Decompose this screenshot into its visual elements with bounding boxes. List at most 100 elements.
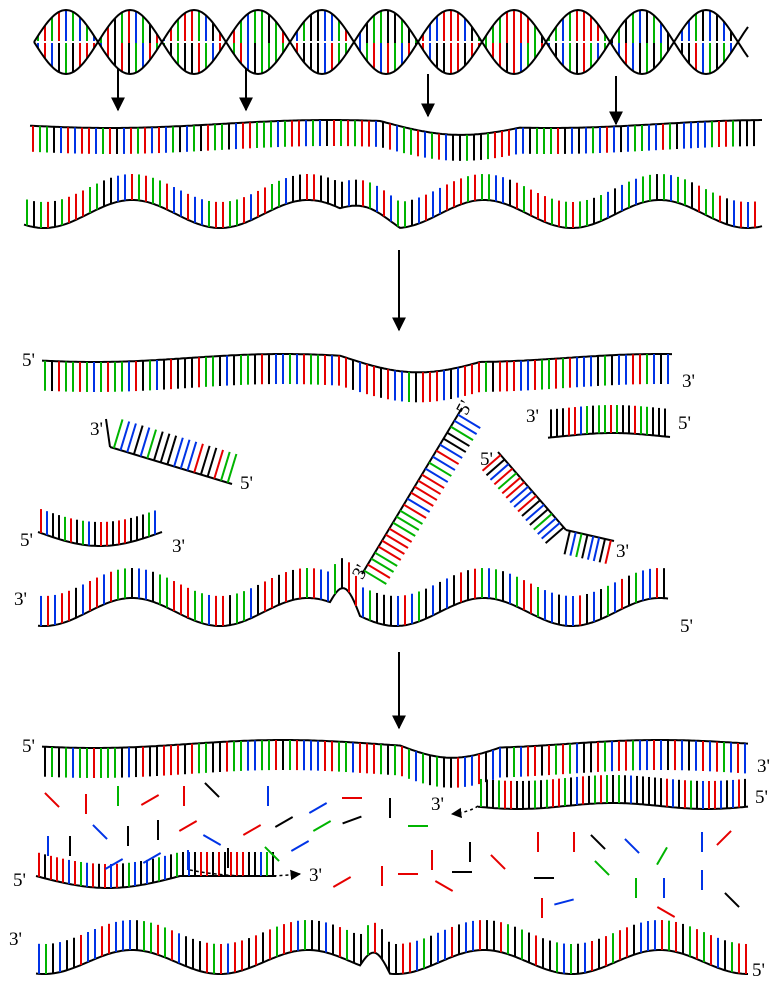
- backbone: [41, 353, 672, 374]
- five-prime-label: 5': [755, 787, 768, 808]
- backbone: [37, 587, 669, 627]
- free-nucleotide: [716, 830, 732, 846]
- five-prime-label: 5': [20, 530, 33, 551]
- base-pair: [604, 540, 612, 564]
- free-nucleotide: [434, 880, 454, 892]
- base-pair: [443, 437, 467, 453]
- base-pair: [159, 433, 171, 463]
- base-pair: [525, 504, 545, 522]
- backbone: [565, 529, 615, 542]
- backbone: [35, 949, 748, 975]
- base-pair: [363, 569, 387, 585]
- base-pair: [173, 437, 184, 467]
- base-pair: [146, 429, 157, 459]
- double-helix: [33, 8, 749, 76]
- three-prime-label: 3': [431, 794, 444, 815]
- three-prime-label: 3': [9, 929, 22, 950]
- free-nucleotide: [264, 846, 280, 862]
- backbone: [33, 8, 749, 76]
- free-nucleotide: [140, 794, 160, 806]
- free-nucleotide: [142, 852, 162, 864]
- base-pair: [513, 490, 533, 508]
- backbone: [41, 739, 749, 759]
- backbone: [33, 8, 749, 76]
- base-pair: [126, 423, 137, 453]
- free-nucleotide: [594, 860, 610, 876]
- free-nucleotide: [624, 838, 640, 854]
- elongation-stage: [35, 739, 749, 975]
- five-prime-label: 5': [13, 870, 26, 891]
- free-nucleotide: [290, 840, 310, 852]
- free-nucleotide: [242, 824, 262, 836]
- separated-strands: [23, 119, 763, 229]
- base-pair: [179, 439, 191, 469]
- base-pair: [497, 472, 518, 490]
- growth-arrow: [450, 805, 479, 819]
- free-nucleotide: [274, 816, 294, 828]
- free-nucleotide: [308, 802, 328, 814]
- three-prime-label: 3': [172, 536, 185, 557]
- base-pair: [439, 443, 463, 459]
- base-pair: [399, 509, 423, 525]
- free-nucleotide: [490, 854, 506, 870]
- base-pair: [186, 441, 198, 471]
- free-nucleotide: [178, 820, 198, 832]
- free-nucleotide: [44, 792, 60, 808]
- base-pair: [521, 499, 541, 517]
- free-nucleotide: [342, 815, 362, 825]
- three-prime-label: 3': [757, 756, 770, 777]
- base-pair: [453, 419, 478, 435]
- base-pair: [374, 551, 398, 567]
- base-pair: [541, 522, 561, 540]
- free-nucleotide: [204, 782, 220, 798]
- base-pair: [457, 413, 481, 429]
- base-pair: [199, 445, 211, 475]
- three-prime-label: 3': [14, 589, 27, 610]
- five-prime-label: 5': [680, 616, 693, 637]
- base-pair: [569, 532, 577, 556]
- free-nucleotides: [44, 782, 740, 918]
- base-pair: [529, 508, 549, 526]
- growth-arrow: [189, 869, 302, 881]
- base-pair: [537, 517, 557, 535]
- three-prime-label: 3': [90, 419, 103, 440]
- base-pair: [226, 453, 238, 483]
- base-pair: [119, 421, 131, 451]
- five-prime-label: 5': [240, 473, 253, 494]
- free-nucleotide: [92, 824, 108, 840]
- base-pair: [575, 533, 583, 558]
- base-pair: [213, 449, 224, 479]
- base-pair: [417, 479, 442, 495]
- base-pair: [410, 491, 434, 507]
- base-pair: [112, 419, 124, 449]
- three-prime-label: 3': [682, 371, 695, 392]
- base-pair: [132, 425, 144, 455]
- base-pair: [406, 497, 431, 513]
- five-prime-label: 5': [22, 350, 35, 371]
- free-nucleotide: [332, 876, 352, 888]
- three-prime-label: 3': [616, 541, 629, 562]
- five-prime-label: 5': [480, 449, 493, 470]
- backbone: [477, 802, 749, 810]
- free-nucleotide: [724, 892, 740, 908]
- backbone: [23, 199, 763, 229]
- base-pair: [385, 533, 409, 549]
- backbone: [361, 407, 463, 575]
- base-pair: [489, 463, 510, 481]
- backbone: [497, 451, 567, 531]
- three-prime-label: 3': [526, 406, 539, 427]
- base-pair: [367, 563, 391, 579]
- base-pair: [485, 458, 506, 477]
- backbone: [35, 875, 276, 889]
- base-pair: [509, 485, 529, 504]
- base-pair: [139, 427, 151, 457]
- base-pair: [421, 473, 445, 489]
- backbone: [109, 446, 233, 485]
- base-pair: [377, 545, 402, 561]
- base-pair: [193, 443, 204, 473]
- base-pair: [563, 530, 571, 555]
- base-pair: [392, 521, 416, 537]
- five-prime-label: 5': [678, 413, 691, 434]
- base-pair: [592, 537, 601, 562]
